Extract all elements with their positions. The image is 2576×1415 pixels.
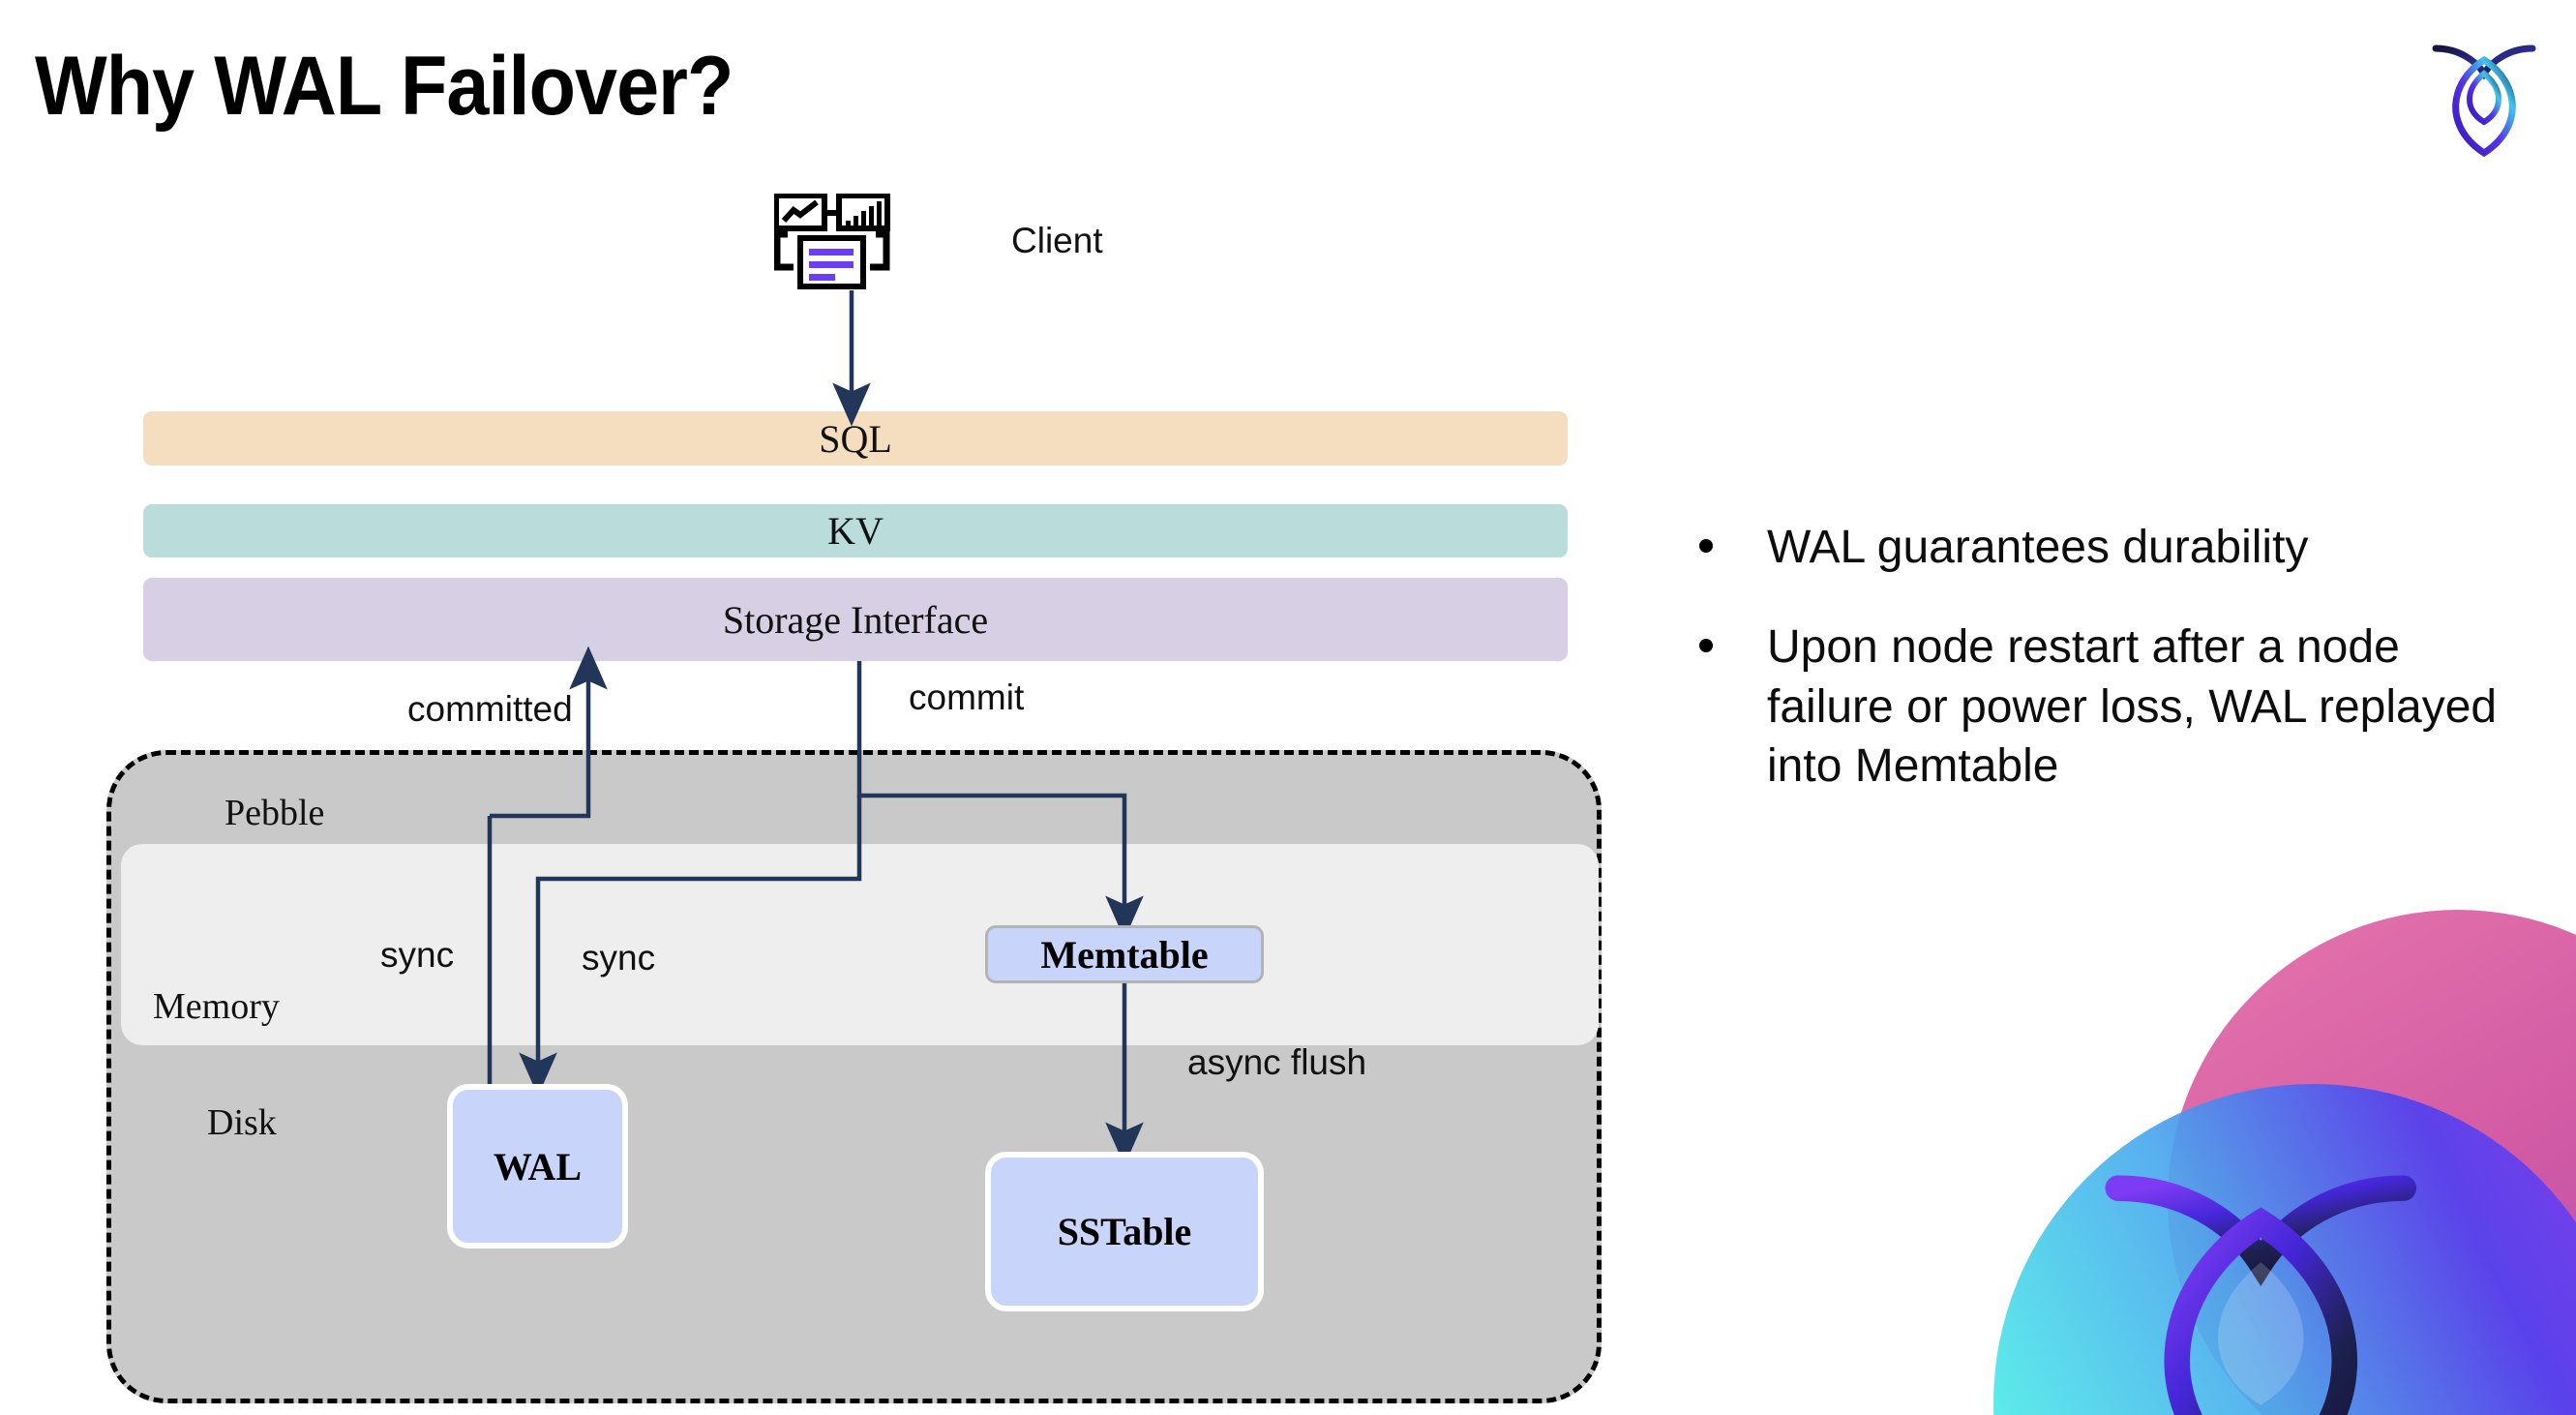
node-label-sstable: SSTable [1057, 1210, 1192, 1253]
memory-label: Memory [153, 986, 280, 1027]
layer-label-storage-interface: Storage Interface [722, 597, 989, 642]
list-item: WAL guarantees durability [1699, 518, 2531, 577]
list-item: Upon node restart after a node failure o… [1699, 617, 2531, 796]
edge-label-sync-2: sync [582, 938, 656, 978]
layer-label-sql: SQL [819, 416, 892, 461]
edge-label-async-flush: async flush [1187, 1042, 1367, 1082]
bullet-list: WAL guarantees durability Upon node rest… [1699, 518, 2531, 837]
pebble-label: Pebble [225, 793, 325, 833]
layer-bar-sql: SQL [143, 411, 1568, 466]
cockroachdb-logo [2411, 21, 2557, 166]
node-sstable: SSTable [985, 1152, 1264, 1311]
bullet-text: WAL guarantees durability [1767, 522, 2309, 573]
node-wal: WAL [447, 1084, 628, 1249]
edge-label-commit: commit [909, 677, 1025, 717]
bullet-dot-icon [1699, 539, 1713, 553]
edge-label-sync-1: sync [380, 935, 455, 975]
layer-bar-kv: KV [143, 504, 1568, 557]
bullet-dot-icon [1699, 639, 1713, 653]
layer-bar-storage-interface: Storage Interface [143, 578, 1568, 661]
edge-label-committed: committed [407, 689, 573, 729]
client-dashboard-icon [773, 193, 929, 310]
memory-region [121, 844, 1599, 1045]
bullet-text: Upon node restart after a node failure o… [1767, 621, 2498, 793]
disk-label: Disk [207, 1102, 277, 1143]
node-label-memtable: Memtable [1040, 932, 1209, 977]
node-memtable: Memtable [985, 925, 1264, 983]
page-title: Why WAL Failover? [35, 40, 734, 133]
client-label: Client [1011, 221, 1103, 260]
layer-label-kv: KV [827, 509, 884, 553]
cockroachdb-circles-decoration [1897, 900, 2576, 1415]
node-label-wal: WAL [493, 1144, 583, 1189]
